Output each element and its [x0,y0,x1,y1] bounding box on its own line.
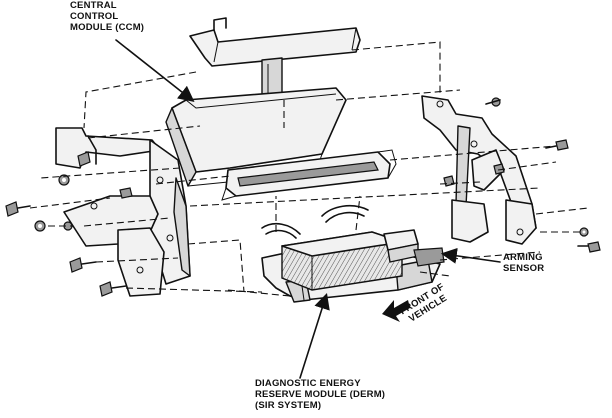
front-of-vehicle-arrow [382,300,410,322]
middle-bracket [221,149,397,201]
bolt-left-1 [77,151,91,167]
ccm-label-line-1: CENTRAL [70,0,117,11]
bolt-left-2 [5,201,31,217]
right-bracket [421,95,537,245]
bolt-right-3 [443,175,455,187]
ccm-label-line-2: CONTROL [70,11,119,22]
ccm-label: CENTRAL CONTROL MODULE (CCM) [70,0,144,33]
ccm-leader-arrow [115,39,195,102]
bolt-top-right [485,97,501,107]
derm-leader-arrow [299,292,330,379]
ccm-label-line-3: MODULE (CCM) [70,22,145,33]
bolt-right-2 [493,163,505,175]
bolt-left-3 [69,257,97,273]
arming-sensor-label-line-1: ARMING [503,252,543,263]
bolt-right-4 [577,241,601,253]
bolt-right-1 [545,139,569,151]
arming-sensor-leader-arrow [440,247,501,264]
alignment-lines [29,41,589,297]
leader-lines [115,39,501,379]
derm-label-line-2: RESERVE MODULE (DERM) [255,389,386,400]
arming-sensor-label-line-2: SENSOR [503,263,545,274]
arming-sensor [383,229,445,267]
derm-label-line-3: (SIR SYSTEM) [255,400,322,411]
arming-sensor-label: ARMING SENSOR [503,252,544,274]
nut-right [579,227,589,237]
bolt-left-4 [99,281,127,297]
derm-module [261,204,403,291]
upper-bracket [189,17,361,101]
derm-label: DIAGNOSTIC ENERGY RESERVE MODULE (DERM) … [255,378,385,411]
nut-left-2 [34,220,46,232]
fasteners [5,97,601,297]
derm-label-line-1: DIAGNOSTIC ENERGY [255,378,361,389]
bolt-center [119,187,133,199]
nut-left-1 [58,174,70,186]
